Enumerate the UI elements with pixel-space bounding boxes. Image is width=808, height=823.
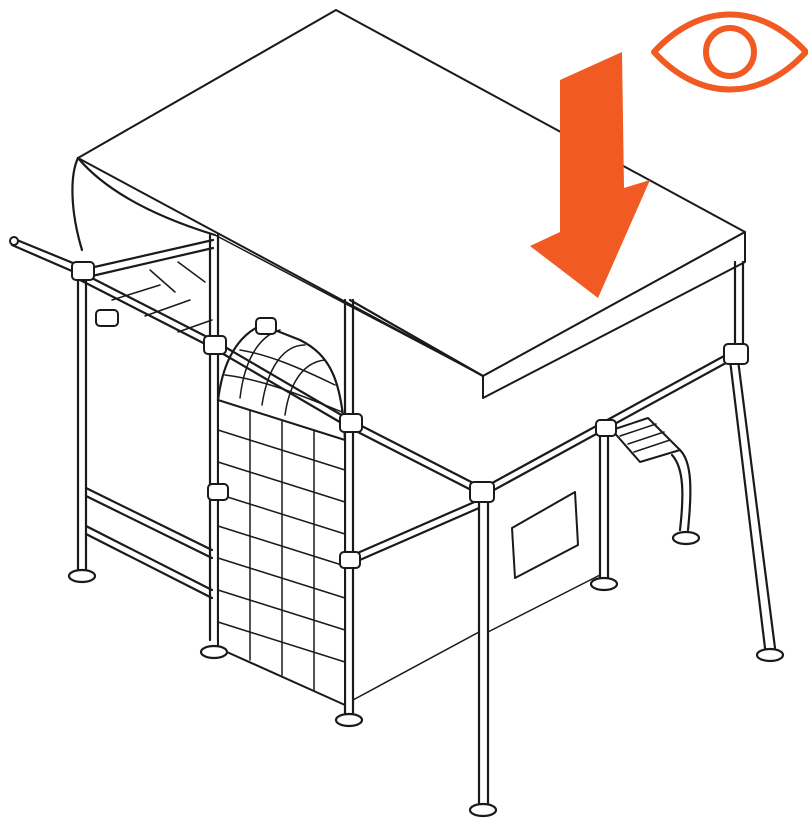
canopy-roof	[71, 9, 746, 399]
side-panel	[352, 491, 601, 701]
down-arrow-icon	[530, 52, 650, 298]
foot-pads	[67, 530, 785, 818]
climbing-wall	[216, 323, 347, 706]
lower-rails	[84, 486, 481, 600]
pipe-connectors	[71, 261, 749, 569]
eye-icon	[651, 11, 808, 93]
small-ladder	[611, 417, 692, 532]
